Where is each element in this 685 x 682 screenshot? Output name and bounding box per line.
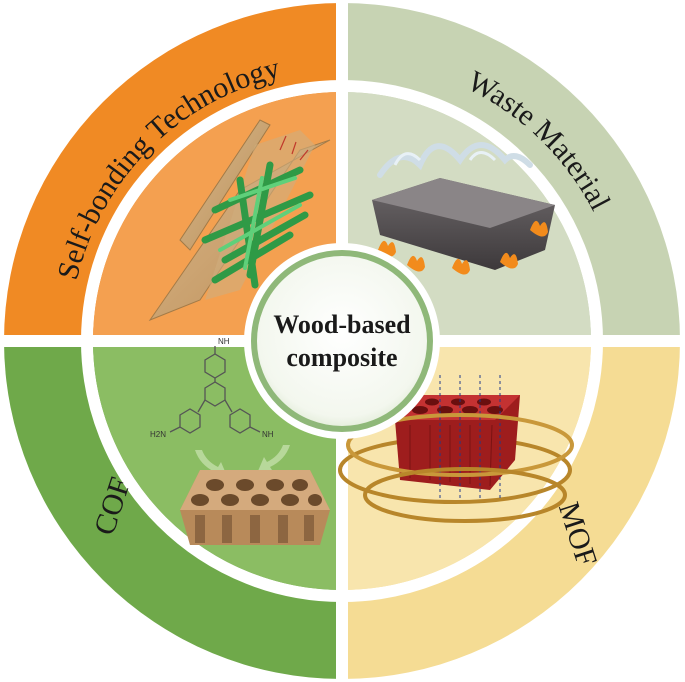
center-title-line2: composite (286, 343, 397, 372)
waste-material-illustration (372, 142, 555, 275)
center-circle (251, 250, 433, 432)
arrow-right-icon (258, 445, 290, 473)
mof-illustration (338, 375, 574, 523)
cof-amine-right: NH (262, 430, 274, 439)
self-bonding-illustration (148, 119, 331, 322)
cof-amine-top: NH (218, 337, 230, 346)
center-title-line1: Wood-based (273, 310, 411, 339)
cof-amine-left: H2N (150, 430, 166, 439)
cof-illustration: NH H2N NH (150, 337, 330, 545)
honeycomb-block (180, 470, 330, 545)
